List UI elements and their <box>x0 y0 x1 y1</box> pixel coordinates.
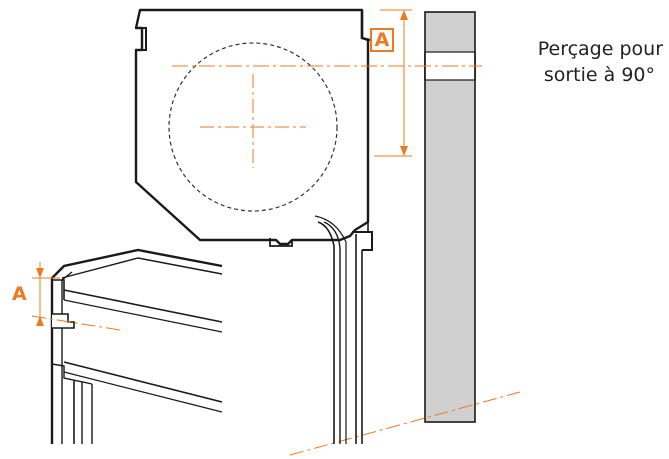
floor-line <box>289 391 521 456</box>
roll-circle <box>168 42 338 212</box>
lintel-block <box>50 248 223 444</box>
box-bottom-clip <box>269 238 293 247</box>
slab-bottom-line <box>63 361 223 403</box>
slab-top-line <box>63 289 223 323</box>
roll-outline-hidden <box>168 42 338 212</box>
drilling-note-line2: sortie à 90° <box>543 64 655 86</box>
lintel-outline <box>50 248 223 444</box>
wall <box>424 11 476 423</box>
shutter-curtain <box>314 200 373 444</box>
drilling-note-line1: Perçage pour <box>537 38 663 60</box>
dimension-a-top <box>374 9 412 157</box>
dimension-a-left <box>31 262 121 331</box>
floor-axis <box>289 391 521 456</box>
dimension-a-label-top: A <box>370 28 394 52</box>
dimension-a-label-left: A <box>12 283 27 305</box>
guide-rail-head <box>352 231 373 251</box>
box-hook-top-left <box>136 27 147 51</box>
